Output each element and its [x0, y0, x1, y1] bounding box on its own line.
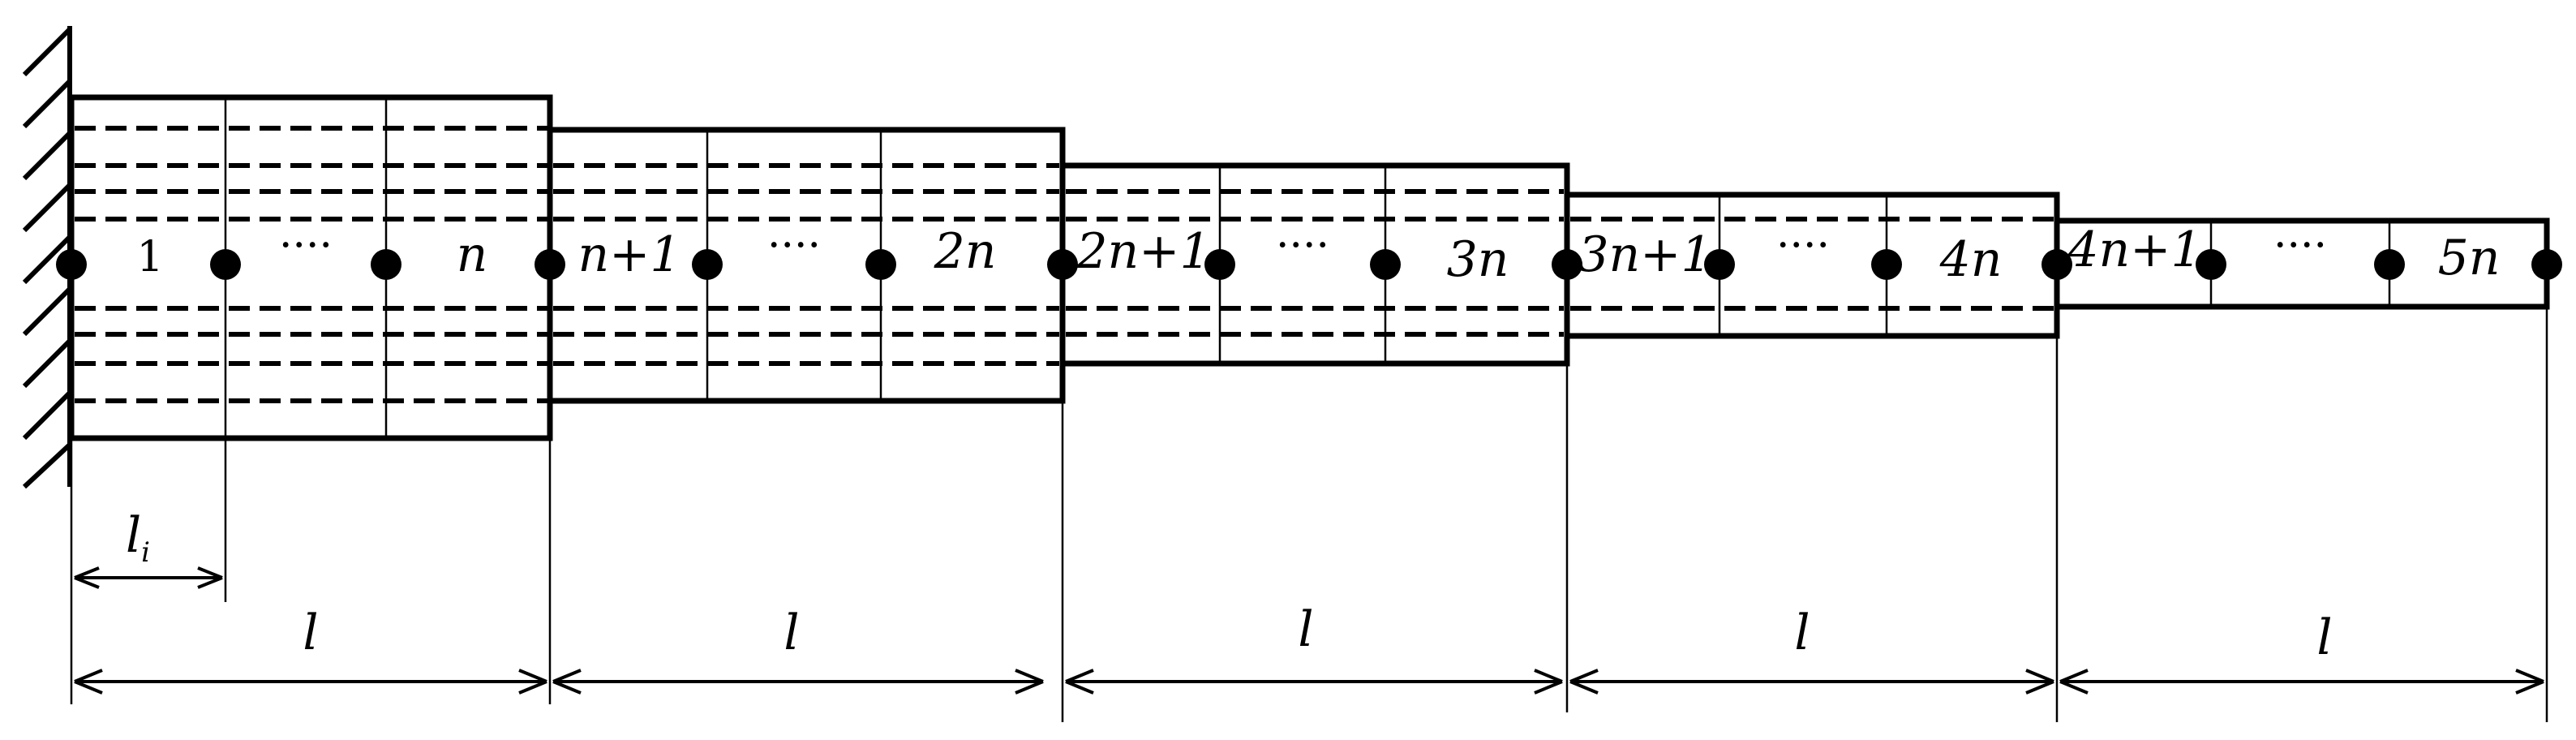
segment-length-label: l — [2316, 609, 2332, 666]
node-marker — [2374, 249, 2405, 280]
element-labels: 1 ···· n n+1 ···· 2n 2n+1 ···· 3n 3n+1 ·… — [136, 222, 2500, 288]
element-dots: ···· — [2273, 222, 2327, 270]
node-marker — [1370, 249, 1401, 280]
element-label-last: 3n — [1447, 231, 1509, 288]
element-dots: ···· — [767, 222, 821, 270]
element-label-first: 2n+1 — [1075, 223, 1210, 280]
node-marker — [1204, 249, 1235, 280]
node-marker — [2531, 249, 2562, 280]
node-marker — [56, 249, 87, 280]
element-label-last: n — [457, 226, 488, 283]
node-marker — [1552, 249, 1582, 280]
element-label-last: 4n — [1939, 231, 2003, 288]
element-length-subscript: i — [141, 536, 150, 569]
segment-length-label: l — [784, 604, 799, 661]
dimension-extension-lines — [70, 307, 2548, 722]
nodes — [56, 249, 2562, 280]
node-marker — [1047, 249, 1078, 280]
element-label-last: 2n — [934, 223, 997, 280]
segment-length-label: l — [1794, 604, 1810, 661]
node-marker — [2041, 249, 2072, 280]
beam-section-2 — [547, 127, 1066, 404]
element-length-base: l — [126, 507, 141, 564]
node-marker — [692, 249, 723, 280]
node-marker — [210, 249, 241, 280]
element-label-first: 4n+1 — [2067, 222, 2201, 278]
node-marker — [865, 249, 896, 280]
element-label-first: 1 — [136, 233, 163, 282]
element-dots: ···· — [279, 222, 333, 270]
segment-length-label: l — [1298, 601, 1313, 658]
node-marker — [1704, 249, 1735, 280]
node-marker — [1871, 249, 1902, 280]
segment-length-labels: l l l l l — [303, 601, 2332, 666]
element-dots: ···· — [1276, 222, 1329, 270]
segment-length-dimensions — [74, 669, 2544, 695]
node-marker — [2196, 249, 2226, 280]
element-length-label: li — [126, 507, 150, 569]
element-label-last: 5n — [2438, 230, 2501, 286]
element-length-dimension: li — [74, 507, 223, 589]
node-marker — [535, 249, 565, 280]
element-label-first: n+1 — [577, 226, 680, 283]
element-dots: ···· — [1776, 222, 1830, 270]
segment-length-label: l — [303, 604, 318, 661]
node-marker — [371, 249, 401, 280]
element-label-first: 3n+1 — [1578, 226, 1711, 283]
